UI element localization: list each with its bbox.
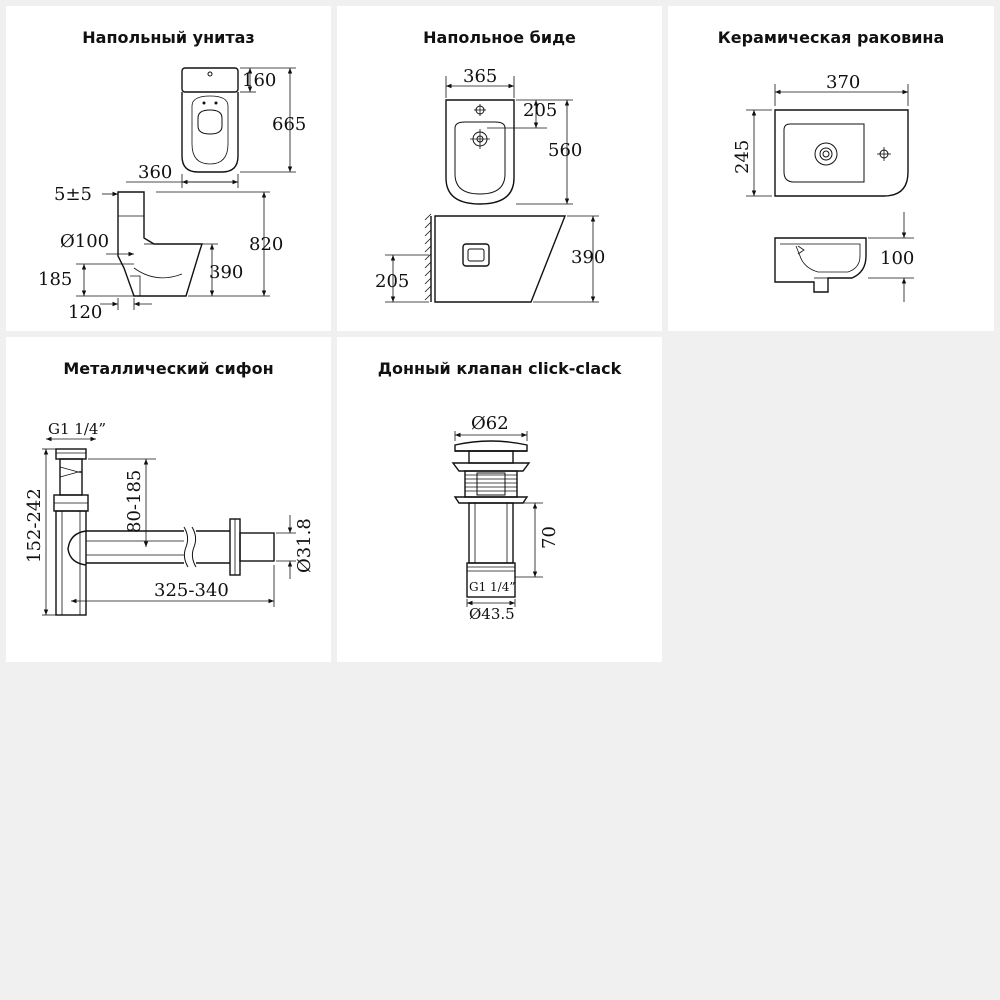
- dim-560: 560: [548, 140, 582, 161]
- bidet-top-view: [445, 99, 515, 205]
- dim-205-side: 205: [375, 271, 409, 292]
- dim-245: 245: [732, 140, 753, 174]
- dim-d62: Ø62: [471, 413, 509, 434]
- dim-100-sink: 100: [880, 248, 914, 269]
- valve-drawing: Ø62 70 G1 1/4” Ø43.5: [451, 413, 560, 623]
- toilet-panel: Напольный унитаз 160 665 360: [6, 6, 331, 331]
- dim-390: 390: [209, 262, 243, 283]
- toilet-top-view: [181, 67, 239, 173]
- siphon-panel: Металлический сифон: [6, 337, 331, 662]
- bidet-title: Напольное биде: [423, 28, 576, 47]
- dim-160: 160: [242, 70, 276, 91]
- dim-820: 820: [249, 234, 283, 255]
- dim-325-340: 325-340: [154, 580, 229, 601]
- toilet-title: Напольный унитаз: [82, 28, 255, 47]
- sink-side-view: [774, 237, 867, 293]
- toilet-drawing: 160 665 360 820 390 5±5 Ø100 185: [38, 67, 306, 323]
- dim-185: 185: [38, 269, 72, 290]
- siphon-title: Металлический сифон: [63, 359, 274, 378]
- dim-d100: Ø100: [60, 231, 109, 252]
- valve-title: Донный клапан click-clack: [377, 359, 622, 378]
- siphon-body: [53, 448, 275, 616]
- bidet-drawing: 365 205 560 390 2: [375, 66, 605, 303]
- siphon-drawing: G1 1/4” 152-242 80-185 Ø31.8 325-340: [24, 420, 315, 616]
- sink-panel: Керамическая раковина 370 245: [668, 6, 994, 331]
- dim-120: 120: [68, 302, 102, 323]
- sink-drawing: 370 245 100: [732, 72, 914, 302]
- bidet-panel: Напольное биде 365 205 560: [337, 6, 662, 331]
- valve-body: [451, 440, 531, 598]
- dim-80-185: 80-185: [124, 470, 145, 533]
- toilet-side-view: [117, 191, 203, 297]
- dim-665: 665: [272, 114, 306, 135]
- dim-152-242: 152-242: [24, 488, 45, 563]
- sink-title: Керамическая раковина: [717, 28, 945, 47]
- dim-205-top: 205: [523, 100, 557, 121]
- dim-365: 365: [463, 66, 497, 87]
- valve-panel: Донный клапан click-clack: [337, 337, 662, 662]
- sink-top-view: [774, 109, 909, 197]
- dim-d318: Ø31.8: [294, 518, 315, 573]
- dim-370: 370: [826, 72, 860, 93]
- bidet-side-view: [424, 213, 567, 303]
- dim-5x5: 5±5: [54, 184, 92, 205]
- dim-g114-siphon: G1 1/4”: [48, 420, 106, 438]
- dim-70: 70: [539, 526, 560, 549]
- dim-390-bidet: 390: [571, 247, 605, 268]
- dim-d435: Ø43.5: [469, 605, 515, 623]
- dim-360: 360: [138, 162, 172, 183]
- dim-g114-valve: G1 1/4”: [469, 580, 515, 594]
